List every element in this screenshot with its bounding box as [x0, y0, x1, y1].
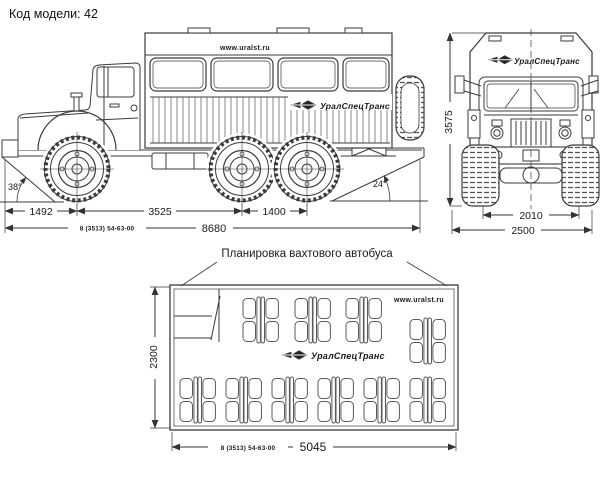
cab-front — [467, 76, 595, 152]
floor-plan-dimensions: 2300 5045 8 (3513) 54-63-00 — [148, 286, 457, 454]
roof-hatch — [488, 35, 502, 42]
phone-label-plan: 8 (3513) 54-63-00 — [221, 445, 276, 452]
fender-right — [581, 109, 595, 139]
turn-signal — [491, 119, 503, 127]
website-label-side: www.uralst.ru — [219, 45, 270, 52]
seat-group — [271, 376, 308, 424]
floor-plan-title: Планировка вахтового автобуса — [221, 248, 393, 260]
front-view-dimensions: 3575 2010 2500 — [443, 32, 593, 237]
dim-width: 2500 — [511, 225, 535, 237]
seat-group — [409, 376, 446, 424]
bus-body-outline — [169, 284, 459, 431]
seat-group — [225, 376, 262, 424]
front-bumper — [1, 139, 19, 158]
headlight-right — [558, 126, 572, 140]
wiper — [533, 88, 549, 109]
company-logo-front: УралСпецТранс — [488, 55, 580, 66]
svg-text:24°: 24° — [373, 179, 387, 189]
side-view-dimensions: 1492 3525 1400 8680 8 (3513) 54-63-00 — [4, 160, 421, 235]
leader-line-right — [406, 261, 448, 287]
door-swing — [210, 295, 221, 341]
svg-text:УралСпецТранс: УралСпецТранс — [320, 101, 390, 111]
seat-group — [363, 376, 400, 424]
model-code-label: Код модели: 42 — [9, 7, 98, 21]
door-handle — [109, 103, 120, 108]
leader-line-left — [180, 261, 218, 287]
dim-height: 3575 — [443, 110, 455, 134]
roof-hatch — [344, 27, 363, 34]
seat-group — [317, 376, 354, 424]
svg-text:38°: 38° — [8, 182, 22, 192]
website-label-plan: www.uralst.ru — [393, 297, 444, 304]
dim-plan-length: 5045 — [300, 440, 327, 454]
company-logo-plan: УралСпецТранс — [282, 350, 385, 361]
front-view: УралСпецТранс — [454, 29, 600, 210]
dim-bogie-base: 1400 — [262, 206, 286, 218]
dim-plan-width: 2300 — [148, 345, 160, 369]
van-body: www.uralst.ru УралСпецТранс — [144, 27, 393, 149]
wheel-right — [561, 144, 600, 207]
departure-angle: 24° — [330, 156, 428, 202]
dim-track: 2010 — [519, 210, 543, 222]
company-logo-side: УралСпецТранс — [291, 100, 390, 111]
approach-angle: 38° — [0, 156, 64, 203]
seat-group — [242, 296, 279, 344]
turn-signal — [559, 119, 571, 127]
seat-group — [409, 317, 446, 365]
floor-plan: Планировка вахтового автобуса — [169, 248, 459, 431]
headlight-left — [490, 126, 504, 140]
wiper — [504, 88, 520, 109]
side-view: www.uralst.ru УралСпецТранс — [0, 27, 428, 208]
roof-hatch — [276, 27, 310, 34]
seat-group — [294, 296, 331, 344]
svg-text:УралСпецТранс: УралСпецТранс — [311, 351, 385, 361]
air-intake — [73, 95, 80, 112]
seat-group — [179, 376, 216, 424]
dim-wheelbase: 3525 — [148, 206, 172, 218]
phone-label-side: 8 (3513) 54-63-00 — [80, 226, 135, 233]
side-windows — [149, 57, 390, 92]
spare-wheel — [395, 75, 425, 141]
front-fender — [37, 110, 117, 151]
entry-vestibule — [174, 289, 221, 342]
roof-hatch — [560, 35, 574, 42]
dim-total-length: 8680 — [202, 223, 226, 235]
seat-group — [345, 296, 382, 344]
dim-front-overhang: 1492 — [29, 206, 53, 218]
wheel-left — [461, 144, 500, 207]
roof-hatch — [187, 27, 211, 34]
mirrors — [454, 75, 599, 97]
fuel-tank — [151, 152, 209, 170]
fender-left — [467, 109, 481, 139]
svg-text:УралСпецТранс: УралСпецТранс — [514, 57, 580, 66]
